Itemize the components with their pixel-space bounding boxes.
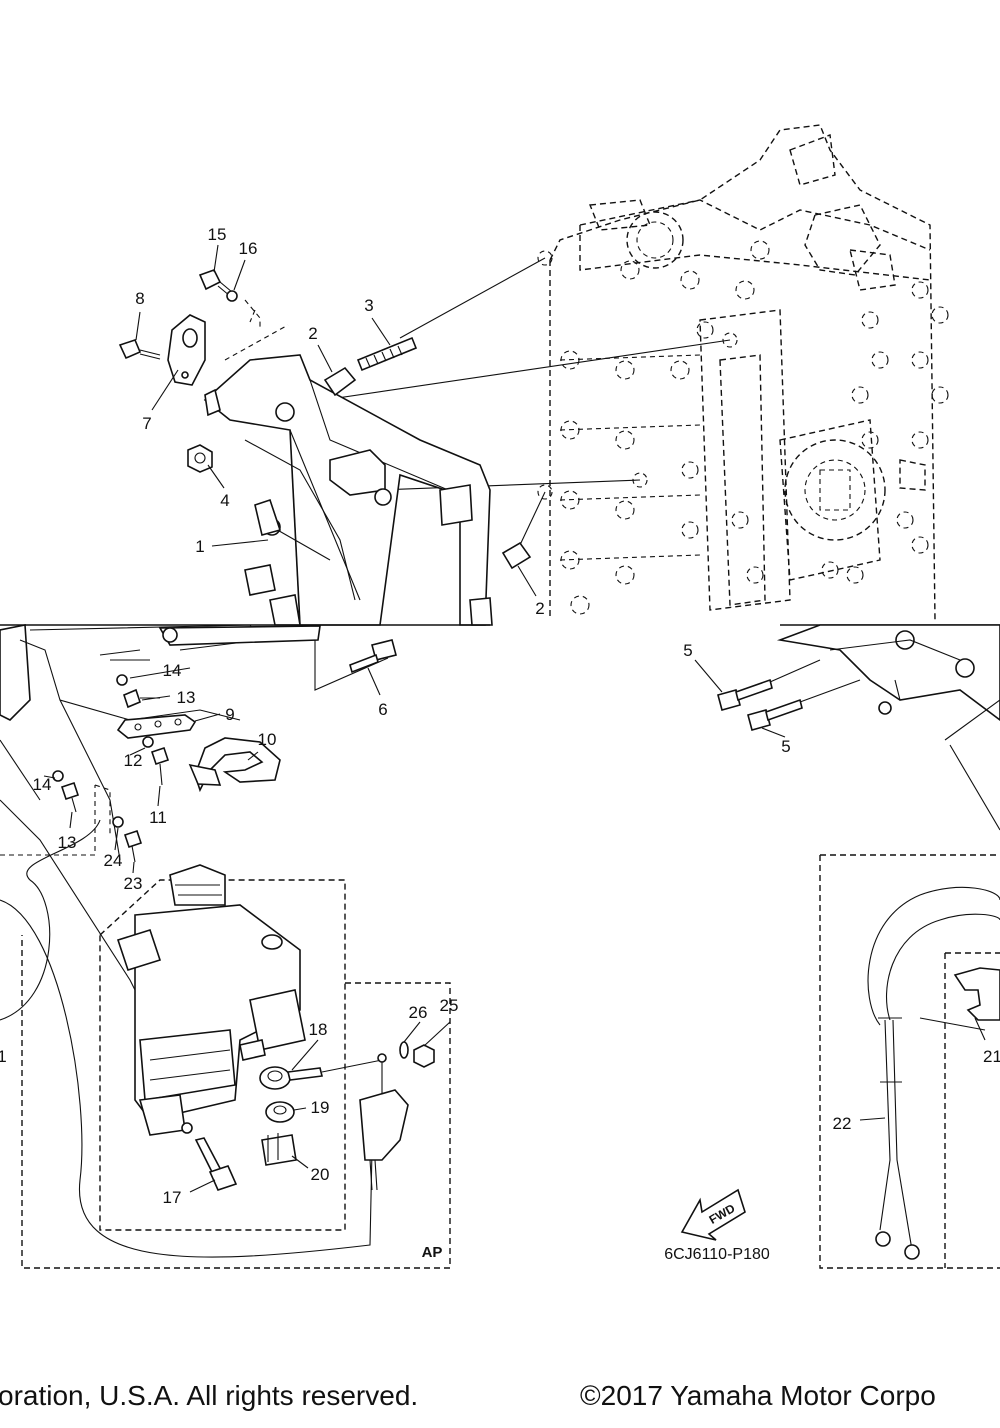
starter-motor: [116, 864, 306, 1136]
part-19-spacer: [265, 1101, 295, 1123]
ap-group: [21, 935, 451, 1269]
ap-label: AP: [422, 1244, 443, 1261]
part-12-washer: [142, 736, 154, 748]
part-18-nut: [259, 1066, 323, 1090]
alignment-lines: [289, 257, 731, 546]
callout-20: 20: [311, 1165, 330, 1184]
callout-14-upper: 14: [163, 661, 182, 680]
callout-4: 4: [220, 491, 229, 510]
part-3-stud: [356, 336, 418, 372]
electrical-bracket: [203, 354, 493, 626]
callout-6: 6: [378, 700, 387, 719]
harness-group-right: [819, 854, 1000, 1269]
callout-8: 8: [135, 289, 144, 308]
part-24-washer: [112, 816, 124, 828]
callout-10: 10: [258, 730, 277, 749]
part-6-bolt: [349, 639, 397, 674]
callout-2-lower: 2: [535, 599, 544, 618]
callout-1: 1: [195, 537, 204, 556]
lower-bracket-right: [776, 624, 1000, 831]
part-17-bolt: [194, 1137, 238, 1191]
part-13-bolt-lower: [60, 781, 80, 813]
part-20-cap: [261, 1133, 297, 1166]
part-2-spacer-upper: [323, 366, 357, 397]
callout-5-lower: 5: [781, 737, 790, 756]
callout-19: 19: [311, 1098, 330, 1117]
part-15-bolt: [198, 269, 233, 297]
copyright-left: oration, U.S.A. All rights reserved.: [0, 1380, 419, 1411]
fwd-arrow-icon: [680, 1188, 746, 1241]
callout-3: 3: [364, 296, 373, 315]
part-2-spacer-lower: [501, 541, 532, 570]
callout-leaders: [43, 244, 986, 1193]
callout-5-upper: 5: [683, 641, 692, 660]
callout-9: 9: [225, 705, 234, 724]
part-8-bolt: [118, 339, 161, 360]
part-22-lead-wire: [867, 886, 1000, 1260]
callout-18: 18: [309, 1020, 328, 1039]
callout-7: 7: [142, 414, 151, 433]
part-5-bolt-lower: [747, 698, 803, 731]
part-9-plate: [116, 714, 197, 739]
callout-16: 16: [239, 239, 258, 258]
part-4-nut: [187, 444, 213, 473]
callout-11: 11: [149, 808, 167, 827]
part-16-washer: [226, 290, 238, 302]
copyright-right: ©2017 Yamaha Motor Corpo: [580, 1380, 936, 1411]
callout-13-lower: 13: [58, 833, 77, 852]
callout-21: 21: [983, 1047, 1000, 1066]
callout-15: 15: [208, 225, 227, 244]
callout-26: 26: [409, 1003, 428, 1022]
callout-1-left: 1: [0, 1047, 7, 1066]
callout-2-upper: 2: [308, 324, 317, 343]
part-23-bolt: [123, 829, 143, 863]
part-10-clamp: [188, 737, 281, 793]
part-21-clamp: [953, 967, 1000, 1021]
part-11-bolt: [150, 746, 170, 786]
callout-24: 24: [104, 851, 123, 870]
part-5-bolt-upper: [717, 678, 773, 711]
battery-cable-lead: [359, 1053, 409, 1191]
starter-motor-group: [99, 879, 346, 1231]
callout-22: 22: [833, 1114, 852, 1133]
callout-13-upper: 13: [177, 688, 196, 707]
engine-block: [537, 124, 949, 621]
part-7-plate: [167, 314, 206, 386]
callout-12: 12: [124, 751, 143, 770]
part-14-washer-lower: [52, 770, 64, 782]
part-26-washer: [399, 1041, 409, 1059]
part-code: 6CJ6110-P180: [664, 1246, 770, 1263]
callout-25: 25: [440, 996, 459, 1015]
callout-17: 17: [163, 1188, 182, 1207]
part-25-nut: [413, 1044, 435, 1068]
callout-23: 23: [124, 874, 143, 893]
callout-14-lower: 14: [33, 775, 52, 794]
part-14-washer-upper: [116, 674, 128, 686]
